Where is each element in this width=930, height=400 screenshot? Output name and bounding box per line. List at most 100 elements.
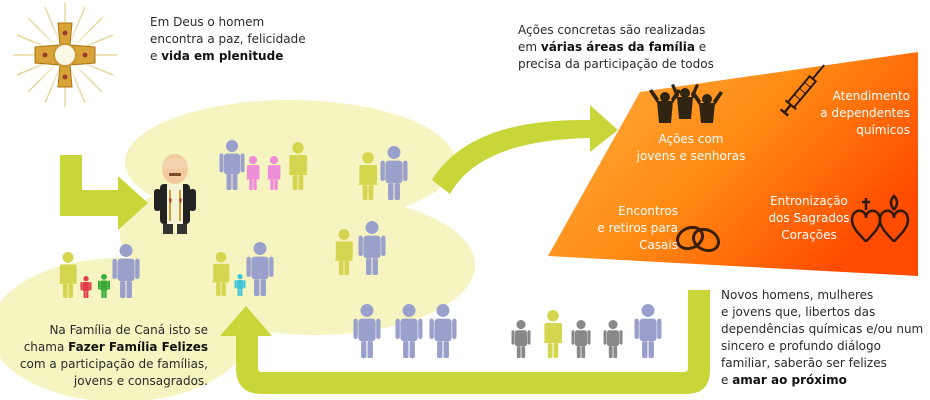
area-jovens-line1: Ações com bbox=[658, 132, 724, 146]
top-text: Em Deus o homem encontra a paz, felicida… bbox=[150, 14, 306, 65]
person-arm bbox=[80, 281, 83, 291]
person-arm bbox=[418, 318, 423, 339]
monstrance-icon bbox=[13, 3, 117, 107]
arrow-return bbox=[220, 290, 710, 394]
person-leg bbox=[298, 175, 304, 190]
area-encontros-line2: e retiros para bbox=[597, 221, 678, 235]
novos-text-line2: e jovens que, libertos das bbox=[721, 305, 876, 319]
arrow-to-areas bbox=[432, 105, 618, 194]
area-entronizacao-line1: Entronização bbox=[770, 194, 848, 208]
actions-text-line2-prefix: em bbox=[518, 40, 541, 54]
person-arm bbox=[73, 264, 77, 282]
person-arm bbox=[527, 330, 531, 345]
person-arm bbox=[59, 264, 64, 282]
person-leg bbox=[576, 346, 581, 358]
person-head bbox=[215, 252, 227, 263]
person-head bbox=[253, 242, 267, 255]
person-leg bbox=[249, 179, 253, 190]
cana-text-line2: chama Fazer Família Felizes bbox=[16, 339, 208, 356]
person-leg bbox=[547, 343, 553, 358]
person-leg bbox=[86, 291, 89, 298]
person-arm bbox=[373, 164, 378, 184]
sacred-hearts-icon bbox=[850, 194, 910, 243]
person-arm bbox=[213, 263, 217, 281]
novos-text: Novos homens, mulheres e jovens que, lib… bbox=[721, 287, 923, 389]
people-figures bbox=[59, 140, 662, 358]
person-head bbox=[101, 274, 107, 280]
person-head bbox=[237, 274, 243, 280]
person-arm bbox=[359, 164, 364, 184]
person-arm bbox=[619, 330, 623, 345]
person-body bbox=[363, 235, 381, 259]
syringe-icon bbox=[779, 64, 826, 117]
person-leg bbox=[403, 341, 409, 358]
priest-figure bbox=[154, 154, 196, 234]
person-figure bbox=[603, 320, 623, 358]
person-leg bbox=[83, 291, 86, 298]
person-figure bbox=[288, 142, 308, 190]
person-leg bbox=[443, 341, 449, 358]
person-arm bbox=[634, 318, 639, 339]
person-arm bbox=[219, 153, 224, 173]
area-dependentes-line3: químicos bbox=[856, 123, 910, 137]
person-head bbox=[547, 310, 559, 322]
cana-text-line1: Na Família de Caná isto se bbox=[49, 323, 208, 337]
person-leg bbox=[120, 281, 126, 298]
person-arm bbox=[108, 280, 110, 290]
person-body bbox=[543, 322, 563, 344]
person-figure bbox=[358, 152, 378, 200]
person-head bbox=[436, 304, 450, 317]
person-head bbox=[365, 221, 379, 234]
person-head bbox=[516, 320, 526, 330]
top-text-line1: Em Deus o homem bbox=[150, 15, 265, 29]
actions-text-line2: em várias áreas da família e bbox=[518, 39, 714, 56]
person-leg bbox=[274, 179, 278, 190]
person-arm bbox=[234, 279, 237, 289]
novos-text-line1: Novos homens, mulheres bbox=[721, 288, 874, 302]
person-body bbox=[251, 256, 269, 280]
person-leg bbox=[101, 290, 104, 298]
person-arm bbox=[558, 322, 563, 342]
novos-text-line4: sincero e profundo diálogo bbox=[721, 339, 881, 353]
person-arm bbox=[587, 330, 591, 345]
area-dependentes: Atendimento a dependentes químicos bbox=[800, 88, 910, 139]
person-head bbox=[362, 152, 374, 164]
person-leg bbox=[338, 260, 344, 275]
area-entronizacao-line3: Corações bbox=[781, 228, 837, 242]
novos-text-line6-bold: amar ao próximo bbox=[732, 373, 847, 387]
person-body bbox=[59, 264, 77, 284]
novos-text-line3: dependências químicas e/ou num bbox=[721, 322, 924, 336]
person-leg bbox=[254, 279, 260, 296]
person-arm bbox=[256, 165, 260, 179]
person-leg bbox=[581, 346, 586, 358]
person-arm bbox=[246, 165, 250, 179]
person-body bbox=[639, 318, 657, 342]
person-leg bbox=[516, 346, 521, 358]
top-text-line3-prefix: e bbox=[150, 49, 162, 63]
person-leg bbox=[409, 341, 415, 358]
person-head bbox=[292, 142, 304, 154]
person-leg bbox=[613, 346, 618, 358]
area-jovens-line2: jovens e senhoras bbox=[636, 149, 746, 163]
person-arm bbox=[395, 318, 400, 339]
person-body bbox=[606, 330, 620, 347]
person-arm bbox=[603, 330, 607, 345]
person-body bbox=[358, 318, 376, 342]
person-arm bbox=[657, 318, 662, 339]
actions-text-line3: precisa da participação de todos bbox=[518, 57, 714, 71]
person-figure bbox=[380, 146, 408, 200]
person-head bbox=[226, 140, 238, 152]
person-head bbox=[608, 320, 618, 330]
person-arm bbox=[452, 318, 457, 339]
person-figure bbox=[98, 274, 110, 298]
arrow-down-right bbox=[60, 155, 148, 230]
novos-text-line6-prefix: e bbox=[721, 373, 733, 387]
cana-text-line4: jovens e consagrados. bbox=[73, 374, 208, 388]
cana-text: Na Família de Caná isto se chama Fazer F… bbox=[16, 322, 208, 390]
person-figure bbox=[571, 320, 591, 358]
person-leg bbox=[126, 281, 132, 298]
wedding-rings-icon bbox=[675, 225, 721, 253]
person-head bbox=[269, 156, 279, 165]
person-arm bbox=[353, 318, 358, 339]
person-figure bbox=[395, 304, 423, 358]
